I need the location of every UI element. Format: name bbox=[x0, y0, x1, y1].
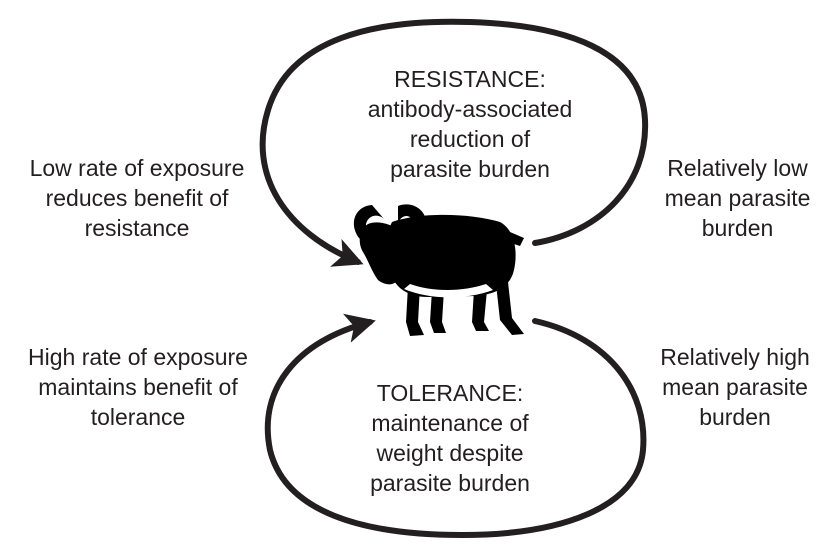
resistance-line-3: reduction of bbox=[409, 126, 531, 152]
resistance-loop-arrow bbox=[259, 18, 649, 267]
low-burden-note: Relatively low mean parasite burden bbox=[648, 153, 827, 243]
low-burden-line-3: burden bbox=[701, 215, 774, 241]
low-exposure-note: Low rate of exposure reduces benefit of … bbox=[0, 153, 274, 243]
high-burden-note: Relatively high mean parasite burden bbox=[643, 342, 827, 432]
resistance-line-2: antibody-associated bbox=[367, 96, 573, 122]
low-exposure-line-2: reduces benefit of bbox=[45, 185, 229, 211]
ram-belly-band bbox=[404, 284, 493, 298]
low-burden-line-2: mean parasite bbox=[664, 185, 811, 211]
high-burden-line-2: mean parasite bbox=[662, 374, 808, 400]
tolerance-label: TOLERANCE: maintenance of weight despite… bbox=[350, 378, 550, 498]
high-exposure-line-2: maintains benefit of bbox=[38, 374, 238, 400]
low-burden-line-1: Relatively low bbox=[667, 155, 808, 181]
high-burden-line-3: burden bbox=[699, 404, 771, 430]
high-exposure-line-1: High rate of exposure bbox=[28, 344, 248, 370]
tolerance-loop-arrow bbox=[264, 313, 647, 539]
high-burden-line-1: Relatively high bbox=[660, 344, 810, 370]
resistance-label: RESISTANCE: antibody-associated reductio… bbox=[360, 64, 580, 184]
low-exposure-line-3: resistance bbox=[84, 215, 190, 241]
resistance-line-4: parasite burden bbox=[390, 156, 550, 182]
tolerance-line-3: weight despite bbox=[376, 440, 524, 466]
tolerance-line-4: parasite burden bbox=[370, 470, 530, 496]
high-exposure-line-3: tolerance bbox=[90, 404, 186, 430]
high-exposure-note: High rate of exposure maintains benefit … bbox=[0, 342, 276, 432]
ram-silhouette-icon bbox=[353, 204, 524, 336]
tolerance-heading: TOLERANCE: bbox=[376, 380, 524, 406]
low-exposure-line-1: Low rate of exposure bbox=[29, 155, 245, 181]
resistance-heading: RESISTANCE: bbox=[394, 66, 546, 92]
tolerance-line-2: maintenance of bbox=[371, 410, 529, 436]
